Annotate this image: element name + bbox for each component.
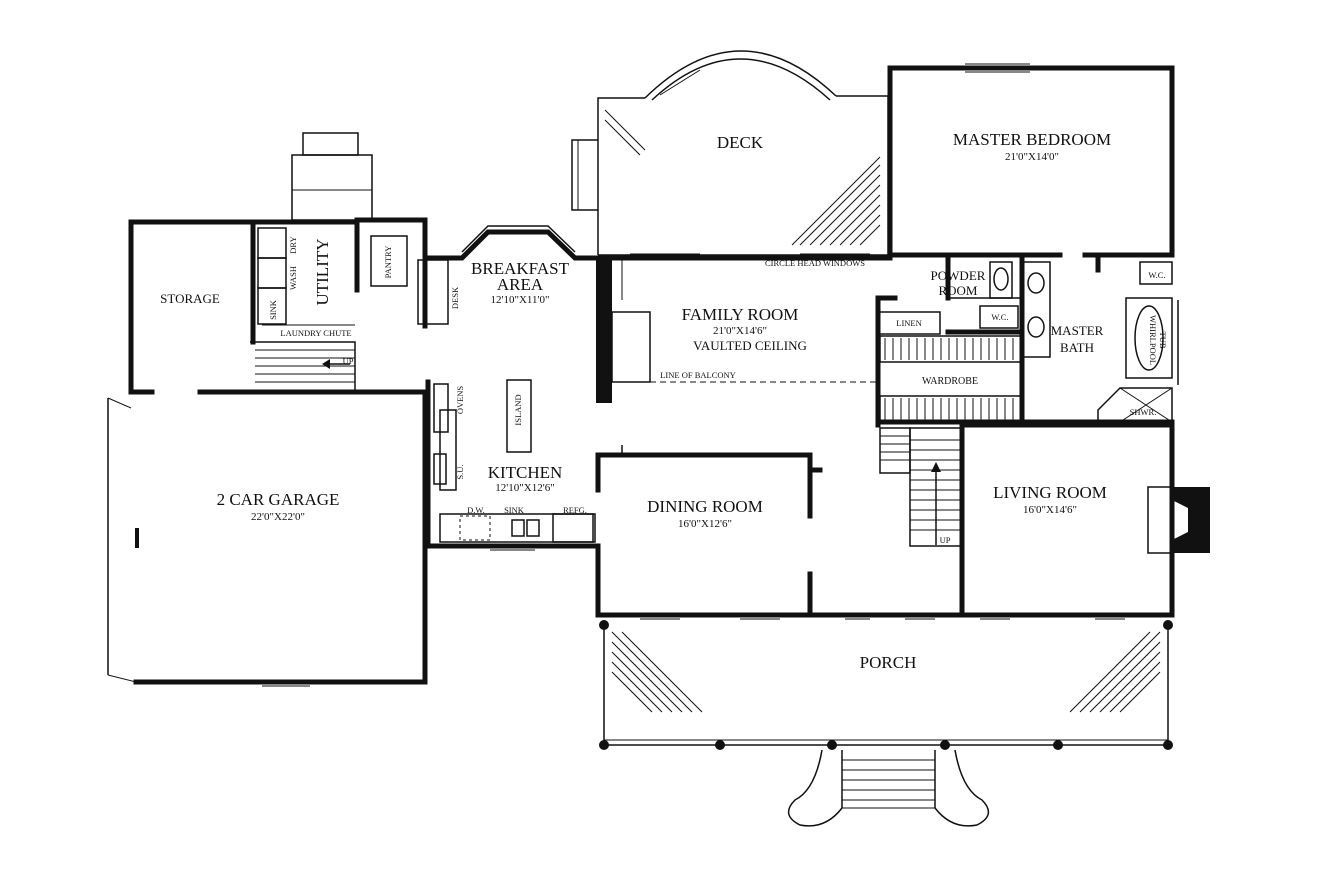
circle-head-windows-label: CIRCLE HEAD WINDOWS [765, 258, 865, 268]
up-stair-label: UP [940, 535, 951, 545]
breakfast-label-1: BREAKFAST [471, 259, 570, 278]
linen-label: LINEN [896, 318, 922, 328]
kitchen-size: 12'10"X12'6" [495, 482, 554, 494]
living-room-size: 16'0"X14'6" [1023, 504, 1077, 516]
powder-room-label-2: ROOM [938, 283, 977, 298]
porch-label: PORCH [860, 653, 917, 672]
dining-room-walls [595, 452, 1175, 620]
storage-walls [128, 219, 256, 395]
family-room-walls [595, 253, 893, 403]
dining-room-size: 16'0"X12'6" [678, 518, 732, 530]
island-label: ISLAND [513, 394, 523, 425]
breakfast-label-2: AREA [497, 275, 544, 294]
family-room-note: VAULTED CEILING [693, 338, 807, 353]
whirlpool-label-1: WHIRLPOOL [1148, 315, 1158, 365]
dining-room-label: DINING ROOM [647, 497, 763, 516]
sink-label: SINK [504, 505, 525, 515]
wc-bath-label: W.C. [1148, 270, 1165, 280]
dry-label: DRY [288, 236, 298, 253]
living-room-label: LIVING ROOM [993, 483, 1107, 502]
dw-label: D.W. [467, 505, 485, 515]
wc-powder-label: W.C. [991, 312, 1008, 322]
breakfast-size: 12'10"X11'0" [491, 294, 550, 306]
wash-label: WASH [288, 266, 298, 290]
living-room-walls [959, 422, 1210, 618]
deck-label: DECK [717, 133, 764, 152]
kitchen-walls [425, 379, 601, 551]
wardrobe-label: WARDROBE [922, 376, 978, 387]
powder-room-label-1: POWDER [931, 268, 986, 283]
kitchen-label: KITCHEN [488, 463, 563, 482]
chimney [291, 132, 373, 221]
master-bath-label-2: BATH [1060, 340, 1094, 355]
desk-label: DESK [450, 286, 460, 309]
pantry-label: PANTRY [383, 246, 393, 279]
sink-utility-label: SINK [268, 299, 278, 320]
up-utility-label: UP [343, 356, 354, 366]
master-bath-label-1: MASTER [1051, 323, 1104, 338]
su-label: S.U. [455, 464, 465, 479]
family-room-label: FAMILY ROOM [682, 305, 799, 324]
family-room-size: 21'0"X14'6" [713, 325, 767, 337]
line-of-balcony-label: LINE OF BALCONY [660, 370, 736, 380]
utility-label: UTILITY [313, 238, 332, 305]
master-bedroom-size: 21'0"X14'0" [1005, 151, 1059, 163]
utility-walls [250, 219, 360, 390]
whirlpool-label-2: TUB [1158, 332, 1168, 349]
garage-size: 22'0"X22'0" [251, 511, 305, 523]
pantry-walls [354, 217, 428, 293]
deck-structure [571, 50, 889, 256]
refg-label: REFG. [563, 505, 587, 515]
laundry-chute-label: LAUNDRY CHUTE [280, 328, 351, 338]
porch-structure [599, 620, 1173, 827]
garage-label: 2 CAR GARAGE [217, 490, 340, 509]
shower-label: SHWR. [1130, 407, 1157, 417]
storage-label: STORAGE [160, 291, 220, 306]
master-bedroom-walls [887, 63, 1175, 258]
master-bedroom-label: MASTER BEDROOM [953, 130, 1111, 149]
bath-suite-walls [875, 252, 1179, 428]
breakfast-walls [417, 225, 601, 329]
interior-walls [595, 295, 1025, 493]
stair [879, 422, 965, 618]
ovens-label: OVENS [455, 386, 465, 415]
garage-walls [107, 389, 428, 687]
